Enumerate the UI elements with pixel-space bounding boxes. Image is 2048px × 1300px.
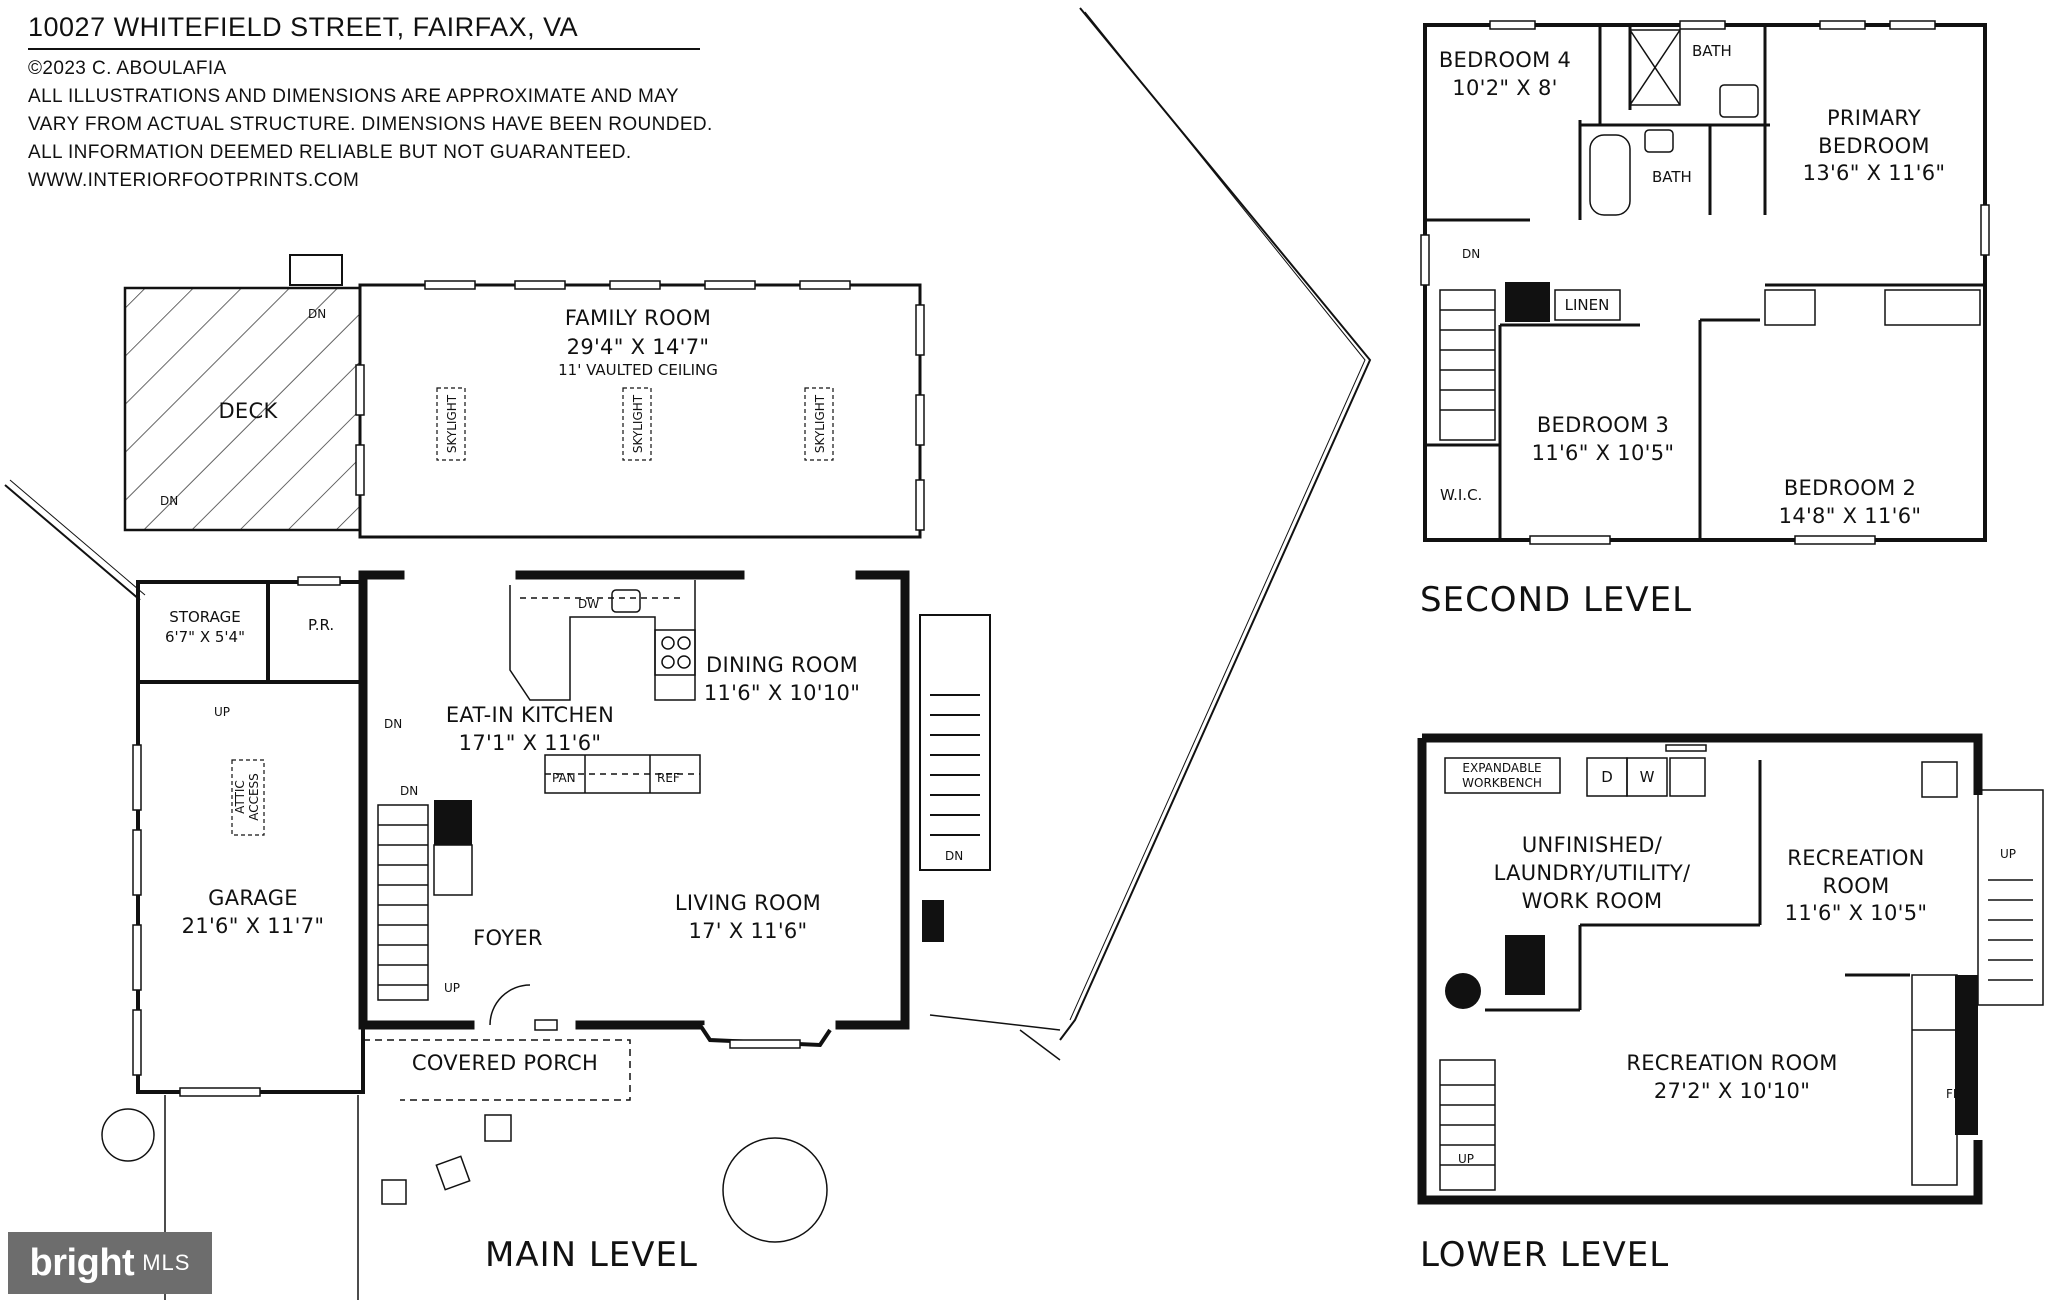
skylight-label-1: SKYLIGHT xyxy=(445,394,459,453)
storage-up: UP xyxy=(214,705,230,719)
second-level-title: SECOND LEVEL xyxy=(1420,580,1693,620)
rec-room-small-dim: 11'6" X 10'5" xyxy=(1785,901,1928,925)
main-level-title: MAIN LEVEL xyxy=(485,1235,698,1275)
unfinished-label-3: WORK ROOM xyxy=(1522,889,1663,913)
deck-dn-top: DN xyxy=(308,307,326,321)
bright-logo-text: bright xyxy=(29,1241,135,1284)
lower-level-plan xyxy=(1417,733,2044,1205)
unfinished-label-2: LAUNDRY/UTILITY/ xyxy=(1494,861,1691,885)
copyright-line: ©2023 C. ABOULAFIA xyxy=(28,58,227,79)
header-rule xyxy=(28,48,700,50)
primary-bedroom-name2: BEDROOM xyxy=(1818,134,1930,158)
kitchen-dn: DN xyxy=(384,717,402,731)
kitchen-dim: 17'1" X 11'6" xyxy=(459,731,602,755)
bedroom3-dim: 11'6" X 10'5" xyxy=(1532,441,1675,465)
attic-access-1: ATTIC xyxy=(233,780,247,814)
unfinished-label-1: UNFINISHED/ xyxy=(1522,833,1663,857)
exterior-stair-dn: DN xyxy=(945,849,963,863)
disclaimer-line-3: ALL INFORMATION DEEMED RELIABLE BUT NOT … xyxy=(28,142,632,163)
stair-up: UP xyxy=(444,981,460,995)
family-room-name: FAMILY ROOM xyxy=(565,306,711,330)
bath-label-1: BATH xyxy=(1692,42,1732,60)
skylight-label-3: SKYLIGHT xyxy=(813,394,827,453)
bedroom3-name: BEDROOM 3 xyxy=(1537,413,1669,437)
powder-room-label: P.R. xyxy=(308,616,334,634)
disclaimer-line-1: ALL ILLUSTRATIONS AND DIMENSIONS ARE APP… xyxy=(28,86,679,107)
living-room-dim: 17' X 11'6" xyxy=(688,919,807,943)
second-level-plan xyxy=(1420,20,1990,545)
lower-up-left: UP xyxy=(1458,1152,1474,1166)
garage-name: GARAGE xyxy=(208,886,298,910)
living-room-name: LIVING ROOM xyxy=(675,891,821,915)
bedroom2-name: BEDROOM 2 xyxy=(1784,476,1916,500)
skylight-label-2: SKYLIGHT xyxy=(631,394,645,453)
rec-room-small-name2: ROOM xyxy=(1823,874,1890,898)
property-address: 10027 WHITEFIELD STREET, FAIRFAX, VA xyxy=(28,12,579,42)
deck-dn-bottom: DN xyxy=(160,494,178,508)
linen-label: LINEN xyxy=(1565,296,1610,314)
walk-in-closet-label: W.I.C. xyxy=(1440,486,1482,504)
bedroom4-dim: 10'2" X 8' xyxy=(1452,76,1557,100)
deck-label: DECK xyxy=(218,399,278,423)
covered-porch-label: COVERED PORCH xyxy=(412,1051,598,1075)
washer-label: W xyxy=(1640,768,1655,786)
primary-bedroom-dim: 13'6" X 11'6" xyxy=(1803,161,1946,185)
attic-access-2: ACCESS xyxy=(247,773,261,821)
primary-bedroom-name1: PRIMARY xyxy=(1827,106,1921,130)
dining-room-dim: 11'6" X 10'10" xyxy=(704,681,860,705)
rec-room-large-name: RECREATION ROOM xyxy=(1626,1051,1837,1075)
main-level-plan xyxy=(4,7,1372,1300)
refrigerator-label: REF xyxy=(657,771,680,785)
workbench-label-1: EXPANDABLE xyxy=(1462,761,1541,775)
garage-dim: 21'6" X 11'7" xyxy=(182,914,325,938)
bath-label-2: BATH xyxy=(1652,168,1692,186)
rec-room-large-dim: 27'2" X 10'10" xyxy=(1654,1079,1810,1103)
mls-logo-text: MLS xyxy=(142,1250,191,1275)
kitchen-name: EAT-IN KITCHEN xyxy=(446,703,614,727)
family-room-note: 11' VAULTED CEILING xyxy=(558,361,718,379)
fireplace-label: FP xyxy=(1946,1087,1960,1101)
storage-name: STORAGE xyxy=(169,608,240,626)
bedroom2-dim: 14'8" X 11'6" xyxy=(1779,504,1922,528)
pantry-label: PAN xyxy=(552,771,576,785)
lower-level-title: LOWER LEVEL xyxy=(1420,1235,1670,1275)
family-room-dim: 29'4" X 14'7" xyxy=(567,335,710,359)
second-level-dn: DN xyxy=(1462,247,1480,261)
stair-dn: DN xyxy=(400,784,418,798)
bright-mls-logo: bright MLS xyxy=(8,1232,212,1294)
storage-dim: 6'7" X 5'4" xyxy=(165,628,245,646)
disclaimer-line-2: VARY FROM ACTUAL STRUCTURE. DIMENSIONS H… xyxy=(28,114,713,135)
rec-room-small-name1: RECREATION xyxy=(1787,846,1924,870)
dining-room-name: DINING ROOM xyxy=(706,653,858,677)
foyer-label: FOYER xyxy=(473,926,543,950)
lower-up-right: UP xyxy=(2000,847,2016,861)
kitchen-dw: DW xyxy=(578,597,599,611)
deck xyxy=(123,286,362,532)
bedroom4-name: BEDROOM 4 xyxy=(1439,48,1571,72)
website-line: WWW.INTERIORFOOTPRINTS.COM xyxy=(28,170,360,191)
workbench-label-2: WORKBENCH xyxy=(1462,776,1542,790)
dryer-label: D xyxy=(1601,768,1613,786)
